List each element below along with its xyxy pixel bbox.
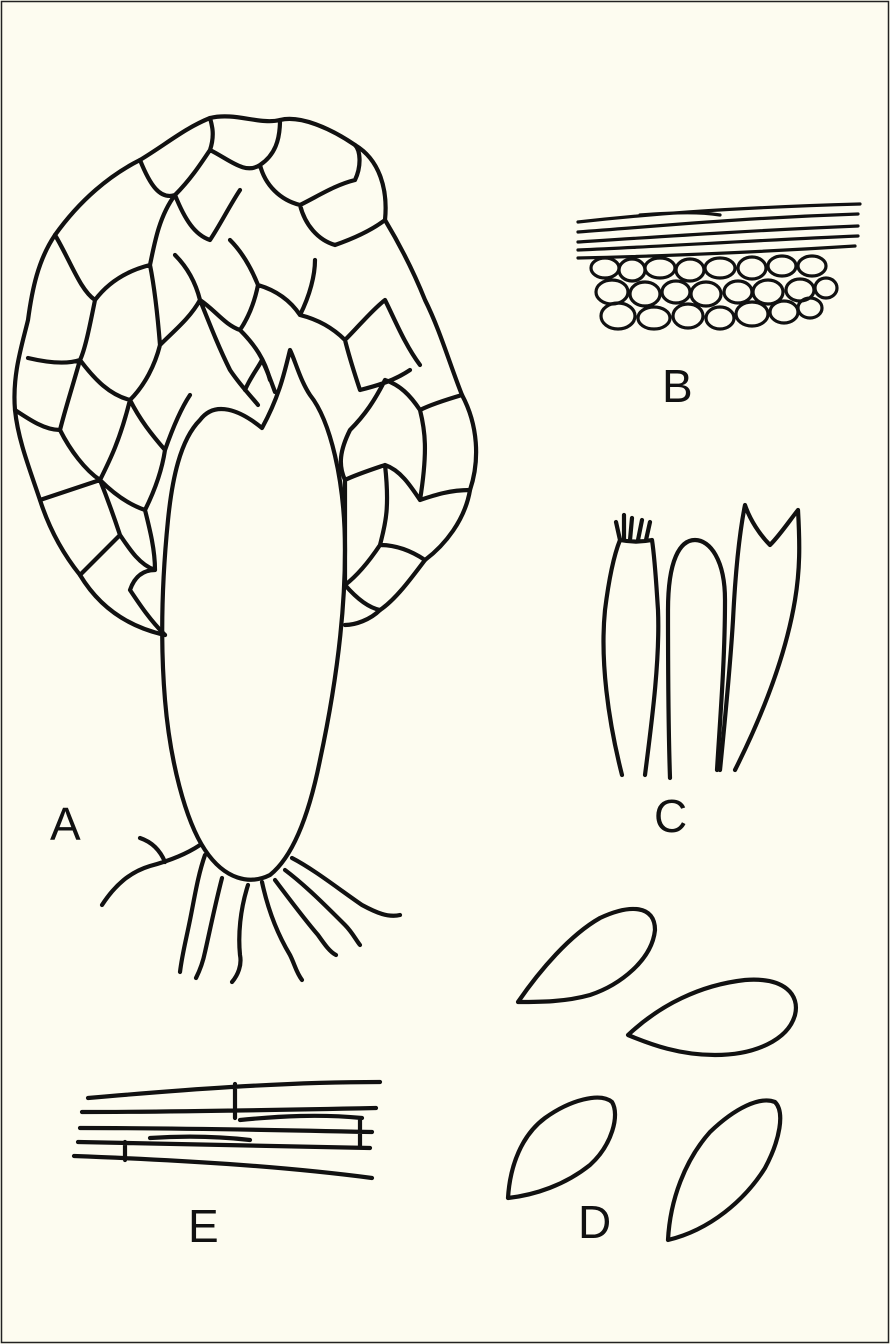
figure-c-label: C bbox=[654, 790, 687, 842]
figure-d-label: D bbox=[578, 1196, 611, 1248]
figure-b-tissue-section bbox=[578, 204, 860, 329]
ascus-middle bbox=[668, 540, 725, 778]
spore-2 bbox=[628, 980, 796, 1055]
morel-roots bbox=[102, 838, 400, 982]
hyphae-strands bbox=[74, 1082, 380, 1178]
ascus-right bbox=[720, 505, 799, 770]
figure-b-label: B bbox=[662, 360, 693, 412]
morel-cap-outline bbox=[14, 116, 476, 635]
ascus-left bbox=[604, 515, 659, 775]
section-fibers bbox=[578, 204, 860, 258]
spore-4 bbox=[668, 1100, 780, 1240]
morel-cap-ridges bbox=[15, 118, 470, 635]
figure-d-spores bbox=[508, 909, 796, 1240]
figure-e-hyphae bbox=[74, 1082, 380, 1178]
figure-e-label: E bbox=[188, 1200, 219, 1252]
morel-stem bbox=[162, 350, 345, 880]
figure-a-label: A bbox=[50, 798, 81, 850]
spore-1 bbox=[518, 909, 655, 1002]
morel-stem-notch bbox=[245, 360, 275, 392]
spore-3 bbox=[508, 1098, 615, 1198]
figure-a-morel-drawing bbox=[14, 116, 476, 982]
figure-c-asci bbox=[604, 505, 800, 778]
section-cells bbox=[591, 256, 837, 329]
